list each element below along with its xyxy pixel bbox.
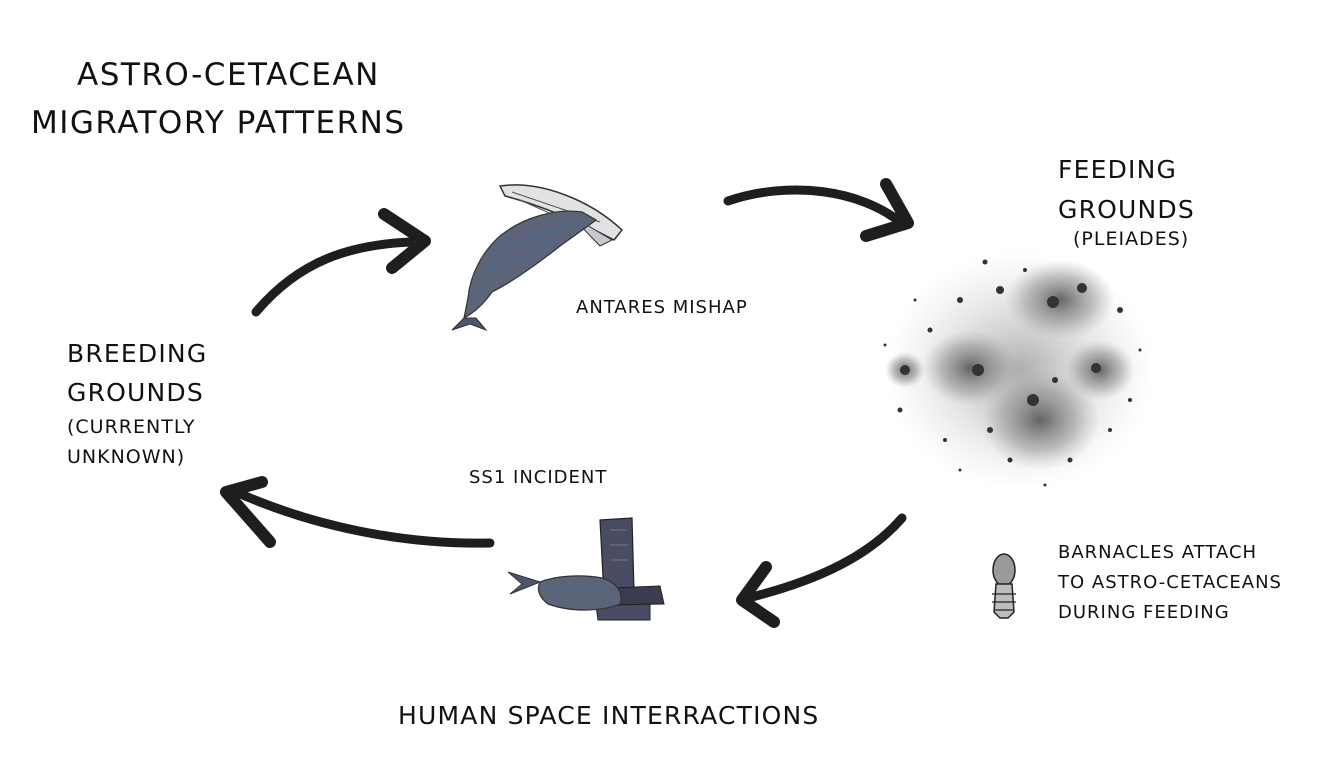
barnacles-note-line-1: BARNACLES ATTACH bbox=[1058, 542, 1258, 563]
title-line-2: MIGRATORY PATTERNS bbox=[31, 105, 406, 141]
ss1-incident-label: SS1 INCIDENT bbox=[469, 467, 608, 488]
breeding-note-line-2: UNKNOWN) bbox=[67, 446, 186, 468]
breeding-note-line-1: (CURRENTLY bbox=[67, 416, 196, 438]
antares-mishap-illustration bbox=[451, 184, 624, 332]
barnacles-note-line-2: TO ASTRO-CETACEANS bbox=[1058, 572, 1282, 593]
feeding-label-line-2: GROUNDS bbox=[1058, 195, 1195, 224]
feeding-label-line-1: FEEDING bbox=[1058, 155, 1178, 184]
title-line-1: ASTRO-CETACEAN bbox=[77, 57, 380, 93]
arrow-breeding-to-antares bbox=[251, 208, 431, 317]
human-space-interactions-label: HUMAN SPACE INTERRACTIONS bbox=[398, 701, 820, 730]
pleiades-cluster-image bbox=[883, 250, 1155, 490]
arrow-antares-to-feeding bbox=[723, 178, 914, 242]
breeding-label-line-2: GROUNDS bbox=[67, 378, 204, 407]
ss1-incident-illustration bbox=[507, 517, 665, 621]
arrow-ss1-to-breeding bbox=[220, 476, 495, 548]
arrow-feeding-to-ss1 bbox=[736, 513, 907, 628]
antares-mishap-label: ANTARES MISHAP bbox=[576, 297, 748, 318]
barnacles-note-line-3: DURING FEEDING bbox=[1058, 602, 1230, 623]
whale-icon bbox=[507, 571, 622, 611]
whale-icon bbox=[451, 210, 598, 332]
barnacle-icon bbox=[992, 553, 1016, 619]
feeding-note: (PLEIADES) bbox=[1073, 228, 1190, 250]
breeding-label-line-1: BREEDING bbox=[67, 339, 208, 368]
